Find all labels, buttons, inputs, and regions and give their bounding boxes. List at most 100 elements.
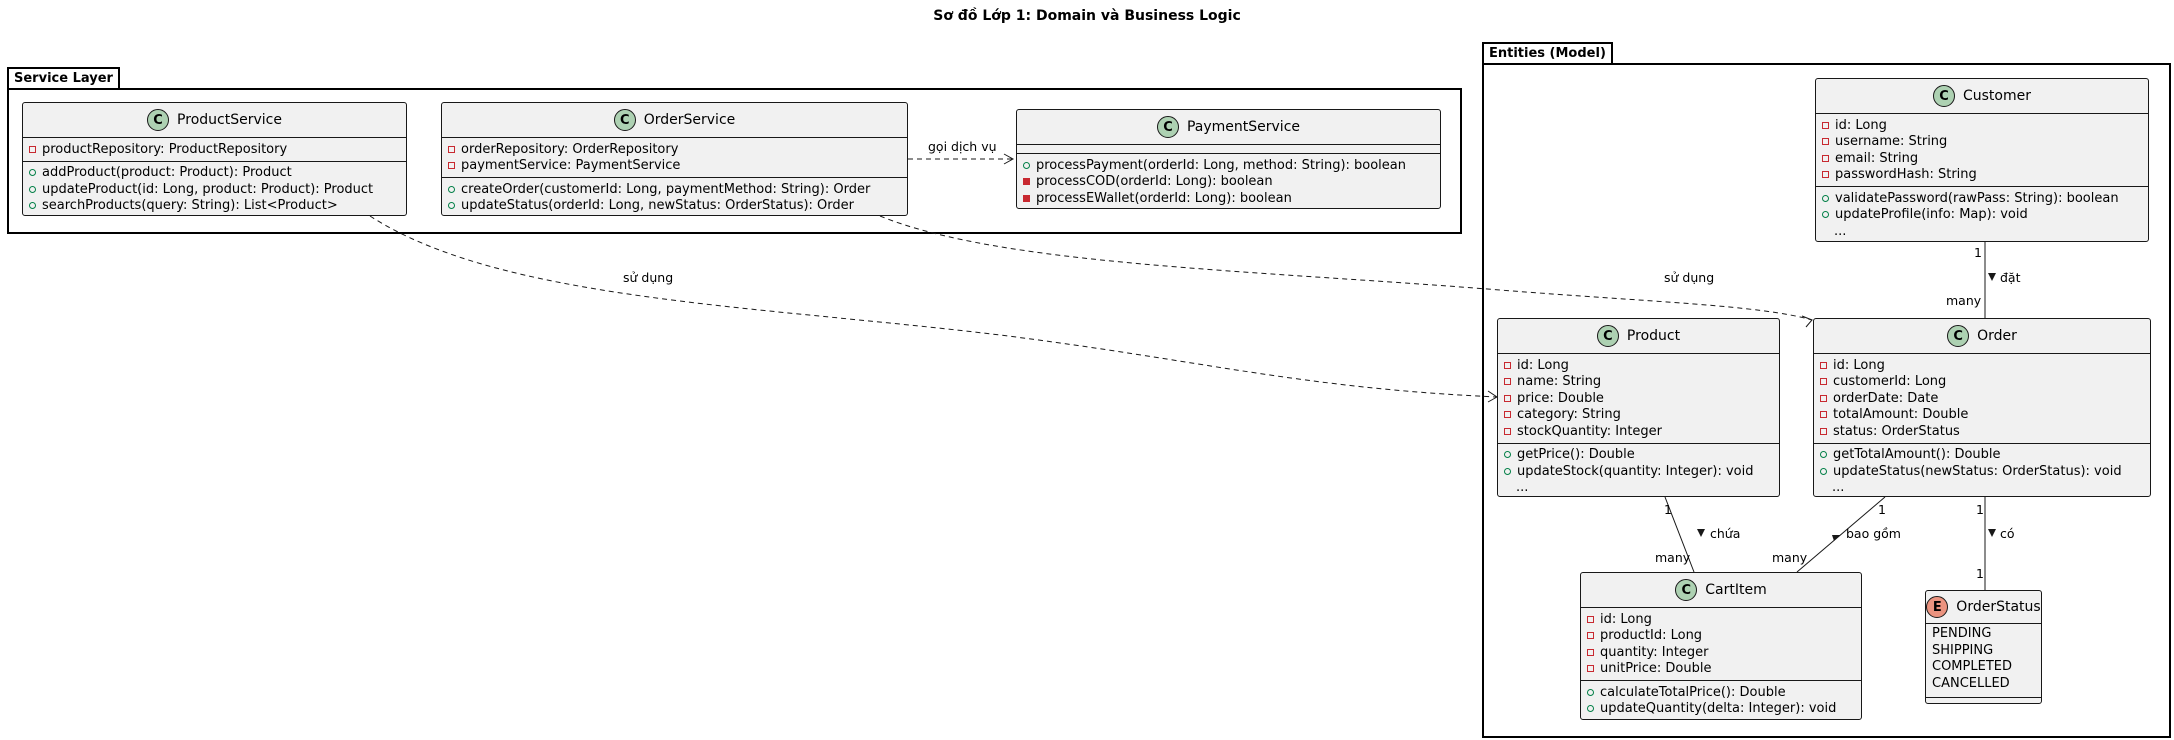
class-name: Product <box>1626 328 1681 344</box>
public-method-icon <box>1504 451 1511 459</box>
association-order-cartitem <box>1796 496 1886 573</box>
label-bao-gom: bao gồm <box>1846 526 1901 541</box>
field: username: String <box>1835 134 1948 150</box>
label-chua: chứa <box>1710 526 1741 541</box>
field: paymentService: PaymentService <box>461 158 681 174</box>
method-ellipsis: ... <box>1834 223 1847 239</box>
class-name: Order <box>1977 328 2017 344</box>
field: status: OrderStatus <box>1833 423 1960 439</box>
private-method-icon <box>1023 194 1030 202</box>
field: price: Double <box>1517 390 1604 406</box>
package-service-layer <box>7 88 1462 234</box>
public-method-icon <box>1504 467 1511 475</box>
private-field-icon <box>1587 615 1594 623</box>
association-product-cartitem <box>1664 496 1695 573</box>
private-field-icon <box>448 145 455 153</box>
multiplicity-product-1: 1 <box>1664 502 1672 517</box>
field: email: String <box>1835 150 1919 166</box>
method: getTotalAmount(): Double <box>1833 447 2001 463</box>
field: name: String <box>1517 374 1602 390</box>
field: customerId: Long <box>1833 374 1947 390</box>
class-name: OrderService <box>643 112 736 128</box>
private-field-icon <box>1822 121 1829 129</box>
method: updateStatus(orderId: Long, newStatus: O… <box>461 198 854 214</box>
enum-value: COMPLETED <box>1932 659 2012 674</box>
private-field-icon <box>1587 648 1594 656</box>
diagram-title: Sơ đồ Lớp 1: Domain và Business Logic <box>933 8 1241 24</box>
enum-value: SHIPPING <box>1932 642 1994 658</box>
label-co: có <box>2000 526 2015 541</box>
method: validatePassword(rawPass: String): boole… <box>1835 190 2119 206</box>
private-field-icon <box>1504 394 1511 402</box>
class-icon: C <box>1932 85 1955 107</box>
class-name: ProductService <box>177 112 282 128</box>
field: orderRepository: OrderRepository <box>461 141 679 157</box>
multiplicity-cartitem-many-a: many <box>1655 550 1691 565</box>
field: id: Long <box>1835 117 1887 133</box>
arrowhead-product <box>1487 390 1498 403</box>
multiplicity-orderstatus-1: 1 <box>1976 566 1984 581</box>
private-field-icon <box>448 162 455 170</box>
method-ellipsis: ... <box>1516 480 1529 496</box>
field: productRepository: ProductRepository <box>42 141 288 157</box>
multiplicity-cartitem-many-b: many <box>1772 550 1808 565</box>
public-method-icon <box>1822 211 1829 219</box>
public-method-icon <box>29 169 36 177</box>
class-icon: C <box>1675 579 1698 601</box>
private-field-icon <box>1504 361 1511 369</box>
private-method-icon <box>1023 178 1030 186</box>
method: updateStatus(newStatus: OrderStatus): vo… <box>1833 463 2122 479</box>
field: orderDate: Date <box>1833 390 1939 406</box>
private-field-icon <box>1587 632 1594 640</box>
method-ellipsis: ... <box>1832 480 1845 496</box>
package-tab-service-layer: Service Layer <box>7 67 120 89</box>
field: id: Long <box>1833 357 1885 373</box>
private-field-icon <box>1504 411 1511 419</box>
multiplicity-order-many: many <box>1946 293 1982 308</box>
field: productId: Long <box>1600 628 1703 644</box>
class-icon: C <box>1596 325 1619 347</box>
multiplicity-order-1a: 1 <box>1878 502 1886 517</box>
private-field-icon <box>1820 411 1827 419</box>
direction-arrow-dat <box>1988 273 1996 281</box>
enum-value: CANCELLED <box>1932 675 2010 691</box>
class-icon: C <box>613 109 636 131</box>
dependency-order-service-order <box>879 215 1813 321</box>
public-method-icon <box>29 185 36 193</box>
method: createOrder(customerId: Long, paymentMet… <box>461 181 871 197</box>
method: calculateTotalPrice(): Double <box>1600 684 1786 700</box>
private-field-icon <box>1822 154 1829 162</box>
field: totalAmount: Double <box>1833 407 1969 423</box>
class-order-service[interactable]: C OrderService orderRepository: OrderRepo… <box>441 102 908 216</box>
private-field-icon <box>1820 378 1827 386</box>
field: stockQuantity: Integer <box>1517 423 1663 439</box>
method: updateProduct(id: Long, product: Product… <box>42 181 374 197</box>
label-dat: đặt <box>2000 270 2021 285</box>
class-product[interactable]: C Product id: Long name: String price: Do… <box>1497 318 1780 497</box>
field: id: Long <box>1517 357 1569 373</box>
enum-value: PENDING <box>1932 626 1992 641</box>
class-icon: C <box>1156 116 1179 138</box>
method: updateProfile(info: Map): void <box>1835 207 2028 223</box>
label-su-dung-product: sử dụng <box>623 270 674 285</box>
method: searchProducts(query: String): List<Prod… <box>42 198 338 214</box>
method: processPayment(orderId: Long, method: St… <box>1036 157 1406 173</box>
label-su-dung-order: sử dụng <box>1664 270 1715 285</box>
field: category: String <box>1517 407 1621 423</box>
public-method-icon <box>1587 688 1594 696</box>
multiplicity-customer-1: 1 <box>1974 245 1982 260</box>
public-method-icon <box>448 202 455 210</box>
public-method-icon <box>1587 705 1594 713</box>
enum-icon: E <box>1926 596 1949 618</box>
private-field-icon <box>1504 427 1511 435</box>
direction-arrow-chua <box>1697 529 1705 537</box>
public-method-icon <box>448 185 455 193</box>
arrowhead-order <box>1801 315 1813 328</box>
